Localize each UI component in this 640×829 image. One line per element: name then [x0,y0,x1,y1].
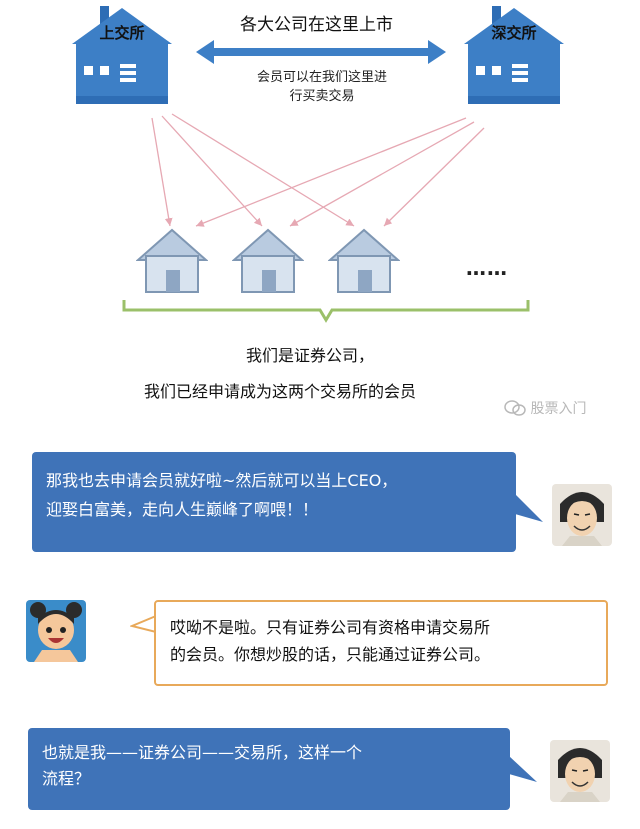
dialog-3-line2: 流程？ [42,769,91,788]
avatar-girl [26,600,86,662]
watermark: 股票入门 [504,398,586,418]
house-icon [72,6,172,104]
exchange-sse-label: 上交所 [99,24,145,42]
bubble-tail [509,756,537,782]
house-icon [136,228,208,293]
listing-caption: 各大公司在这里上市 [240,15,393,35]
brokers-line2: 我们已经申请成为这两个交易所的会员 [144,382,417,401]
dialog-2-line1: 哎呦不是啦。只有证券公司有资格申请交易所 [170,618,491,637]
exchange-szse-label: 深交所 [491,24,537,42]
member-trading-caption-line1: 会员可以在我们这里进 [256,70,387,85]
arrow-szse-broker1 [195,117,467,227]
avatar-man [550,740,610,802]
bubble-tail [515,494,543,522]
brokers-line1: 我们是证券公司， [246,346,375,365]
arrow-sse-broker1 [151,117,173,227]
dialog-1-line2: 迎娶白富美，走向人生巅峰了啊喂！！ [46,500,319,519]
dialog-1-line1: 那我也去申请会员就好啦~然后就可以当上CEO， [46,471,398,490]
exchange-szse: 深交所 [458,2,570,106]
watermark-text: 股票入门 [530,401,587,417]
member-trading-caption: 会员可以在我们这里进 行买卖交易 [232,68,412,106]
avatar-man [552,484,612,546]
dialog-3-line1: 也就是我——证券公司——交易所，这样一个 [42,743,363,762]
house-icon [328,228,400,293]
house-icon [232,228,304,293]
arrow-sse-broker3 [171,113,355,227]
group-brace [122,300,530,323]
arrow-szse-broker3 [383,127,485,227]
dialog-2-line2: 的会员。你想炒股的话，只能通过证券公司。 [170,645,491,664]
dialog-bubble-2: 哎呦不是啦。只有证券公司有资格申请交易所 的会员。你想炒股的话，只能通过证券公司… [154,600,608,686]
member-trading-caption-line2: 行买卖交易 [289,89,355,104]
wechat-icon [504,400,526,416]
arrow-sse-broker2 [161,115,263,227]
double-arrow-icon [196,40,446,64]
connection-arrows [151,113,485,227]
dialog-bubble-1: 那我也去申请会员就好啦~然后就可以当上CEO， 迎娶白富美，走向人生巅峰了啊喂！… [32,452,516,552]
exchange-sse: 上交所 [66,2,178,106]
more-brokers-ellipsis: …… [466,256,508,280]
dialog-bubble-3: 也就是我——证券公司——交易所，这样一个 流程？ [28,728,510,810]
house-icon [464,6,564,104]
arrow-szse-broker2 [289,121,475,227]
